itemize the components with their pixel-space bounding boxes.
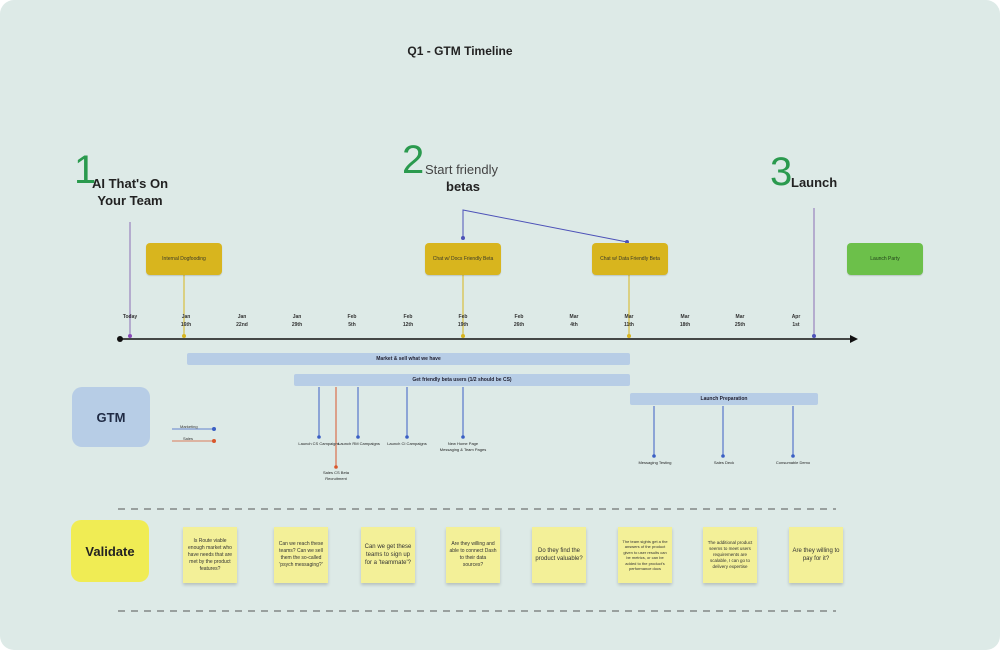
- activity-consumable-demo[interactable]: Consumable Demo: [775, 460, 811, 465]
- stage-data-friendly-beta[interactable]: Chat w/ Data Friendly Beta: [592, 243, 668, 275]
- stage-internal-dogfooding[interactable]: Internal Dogfooding: [146, 243, 222, 275]
- milestone-1-number: 1: [74, 148, 97, 192]
- milestone-2-bracket: [462, 209, 628, 243]
- milestone-3-number: 3: [770, 150, 793, 194]
- sticky-note[interactable]: Is Route viable enough market who have n…: [183, 527, 237, 583]
- validate-label: Validate: [71, 520, 149, 582]
- stage-launch-party[interactable]: Launch Party: [847, 243, 923, 275]
- milestone-1-text: AI That's On Your Team: [91, 176, 169, 208]
- milestone-2-number: 2: [402, 138, 425, 182]
- activity-messaging-testing[interactable]: Messaging Testing: [638, 460, 672, 465]
- sticky-note[interactable]: The team sights get a the answers of the…: [618, 527, 672, 583]
- activity-launch-ci-campaigns[interactable]: Launch CI Campaigns: [387, 441, 427, 446]
- bar-market-sell[interactable]: Market & sell what we have: [187, 353, 630, 365]
- timeline-arrow-right: [850, 335, 858, 343]
- activity-sales-cs-beta-recruitment[interactable]: Sales CS Beta Recruitment: [322, 470, 349, 481]
- activity-launch-cs-campaigns[interactable]: Launch CS Campaigns: [298, 441, 340, 446]
- board-title: Q1 - GTM Timeline: [407, 44, 513, 58]
- stage-docs-friendly-beta[interactable]: Chat w/ Docs Friendly Beta: [425, 243, 501, 275]
- sticky-note[interactable]: Are they willing and able to connect Das…: [446, 527, 500, 583]
- timeline-start-dot: [117, 336, 123, 342]
- sticky-note[interactable]: Do they find the product valuable?: [532, 527, 586, 583]
- timeline-tick: Today: [122, 314, 138, 320]
- activity-sales-deck[interactable]: Sales Deck: [713, 460, 735, 465]
- sticky-note[interactable]: The additional product seems to meet use…: [703, 527, 757, 583]
- milestone-3-text: Launch: [791, 175, 838, 190]
- legend-sales: Sales: [183, 436, 194, 441]
- activity-home-page-messaging[interactable]: New Home Page Messaging & Team Pages: [439, 441, 487, 452]
- activity-launch-rm-campaigns[interactable]: Launch RM Campaigns: [338, 441, 380, 446]
- milestone-2-text-line2: betas: [446, 179, 480, 194]
- sticky-note[interactable]: Can we reach these teams? Can we sell th…: [274, 527, 328, 583]
- bar-friendly-beta-users[interactable]: Get friendly beta users (1/2 should be C…: [294, 374, 630, 386]
- milestone-2-text-line1: Start friendly: [425, 162, 498, 177]
- gtm-label: GTM: [72, 387, 150, 447]
- sticky-note[interactable]: Are they willing to pay for it?: [789, 527, 843, 583]
- sticky-note[interactable]: Can we get these teams to sign up for a …: [361, 527, 415, 583]
- legend-marketing: Marketing: [180, 424, 198, 429]
- bar-launch-preparation[interactable]: Launch Preparation: [630, 393, 818, 405]
